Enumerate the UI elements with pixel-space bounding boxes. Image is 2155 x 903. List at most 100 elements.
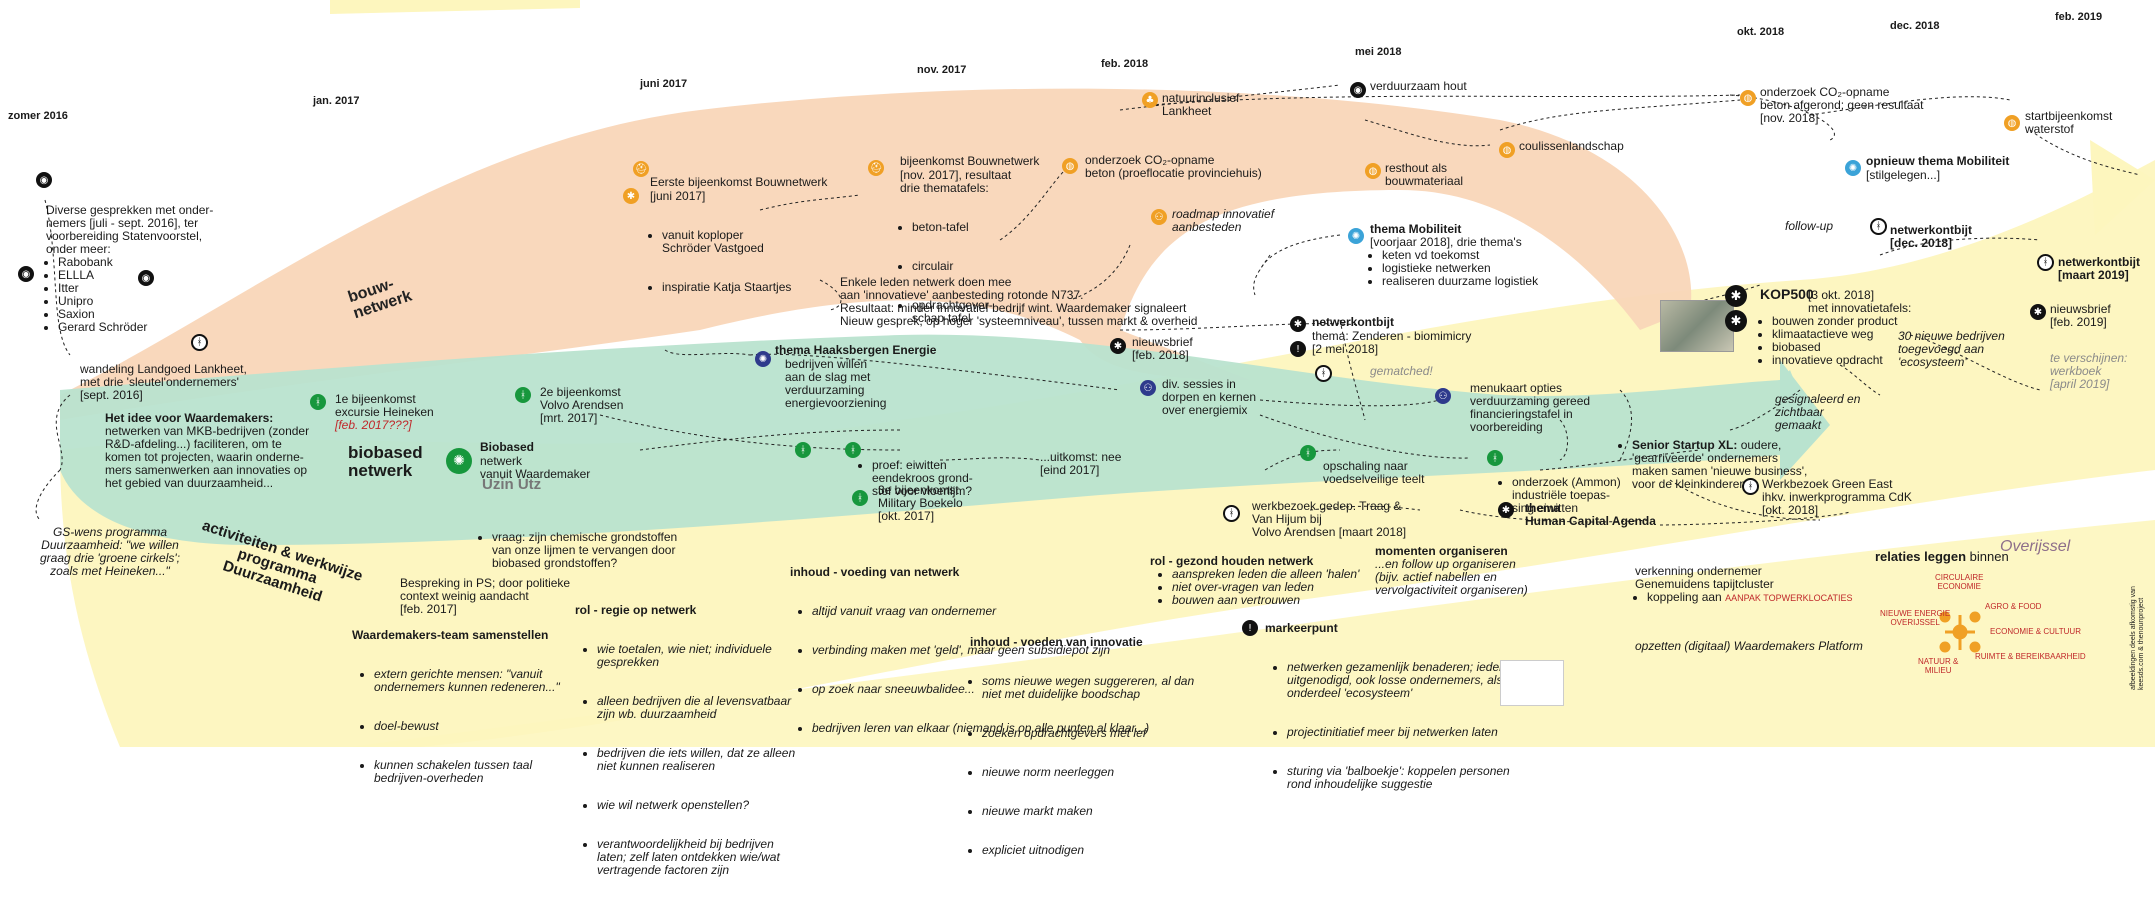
- act-team-title: Waardemakers-team samenstellen: [352, 628, 549, 642]
- walking-icon: ᚼ: [1870, 218, 1887, 235]
- list-item: proef: eiwitten eendekroos grond- stof v…: [872, 459, 973, 498]
- bouw-waterstof: startbijeenkomst waterstof: [2025, 109, 2113, 136]
- bouw-b1-list: vanuit koploper Schröder Vastgoed inspir…: [650, 203, 791, 320]
- list-item: Unipro: [58, 295, 147, 308]
- bouw-b1: Eerste bijeenkomst Bouwnetwerk: [650, 175, 828, 189]
- date-label: juni 2017: [640, 78, 688, 90]
- act-gezond-title: rol - gezond houden netwerk: [1150, 554, 1314, 568]
- list-item: realiseren duurzame logistiek: [1382, 275, 1538, 288]
- act-innovatie-title: inhoud - voeden van innovatie: [970, 635, 1143, 649]
- bio-heineken: 1e bijeenkomst excursie Heineken: [335, 392, 434, 419]
- list-item: aanspreken leden die alleen 'halen': [1172, 568, 1359, 581]
- list-item: Senior Startup XL: oudere, 'gearriveerde…: [1632, 439, 1807, 491]
- haaksbergen-title: thema Haaksbergen Energie: [775, 343, 937, 357]
- act-regie-title: rol - regie op netwerk: [575, 603, 697, 617]
- list-item: biobased: [1772, 341, 1897, 354]
- bio-uitkomst: ...uitkomst: nee [eind 2017]: [1040, 450, 1122, 477]
- bio-greeneast: Werkbezoek Green East ihkv. inwerkprogra…: [1762, 477, 1912, 517]
- alert-icon: !: [1290, 341, 1306, 357]
- cluster-label: AGRO & FOOD: [1985, 602, 2042, 611]
- list-item: bedrijven die iets willen, dat ze alleen…: [597, 747, 795, 773]
- diagram-canvas: zomer 2016 jan. 2017 juni 2017 nov. 2017…: [0, 0, 2155, 747]
- ontbijt-mrt: netwerkontbijt [maart 2019]: [2058, 255, 2141, 282]
- list-item: bouwen zonder product: [1772, 315, 1897, 328]
- people-icon: ✱: [1498, 502, 1514, 518]
- overijssel-logo: Overijssel: [2000, 538, 2071, 555]
- list-item: vanuit koploper Schröder Vastgoed: [662, 229, 791, 255]
- list-item: opdrachtgever- schap-tafel: [912, 299, 993, 325]
- bouw-hout: verduurzaam hout: [1370, 79, 1467, 93]
- nieuwe-bedrijven: 30 nieuwe bedrijven toegevoegd aan 'ecos…: [1898, 329, 2005, 369]
- bouw-b2-list: beton-tafel circulair opdrachtgever- sch…: [900, 195, 993, 351]
- bouw-n737: Enkele leden netwerk doen mee aan 'innov…: [840, 275, 1198, 328]
- walking-icon: ᚼ: [795, 442, 811, 458]
- act-momenten-title: momenten organiseren: [1375, 544, 1508, 558]
- date-label: feb. 2018: [1101, 58, 1149, 70]
- sprout-icon: ᚼ: [1300, 445, 1316, 461]
- bouw-b1-date: [juni 2017]: [650, 189, 706, 203]
- list-item: wie wil netwerk openstellen?: [597, 799, 795, 812]
- idee-text: netwerken van MKB-bedrijven (zonder R&D-…: [105, 424, 310, 490]
- walking-icon: ᚼ: [2037, 254, 2054, 271]
- chat-icon: ◉: [18, 266, 34, 282]
- act-markeer-title: markeerpunt: [1265, 621, 1338, 635]
- act-momenten-text: ...en follow up organiseren (bijv. actie…: [1375, 557, 1528, 597]
- start-bedrijven-list: Rabobank ELLLA Itter Unipro Saxion Gerar…: [46, 256, 147, 334]
- uzin-logo: Uzin Utz: [482, 476, 542, 493]
- act-voeding-list: altijd vanuit vraag van ondernemer verbi…: [800, 579, 1149, 761]
- act-verkenning: verkenning ondernemer Genemuidens tapijt…: [1635, 564, 1774, 591]
- session-icon: ⚇: [1140, 380, 1156, 396]
- band-title-biobased: biobased netwerk: [348, 443, 423, 480]
- hydrogen-icon: ◍: [2004, 115, 2020, 131]
- bio-hca: thema Human Capital Agenda: [1525, 501, 1656, 528]
- list-item: circulair: [912, 260, 993, 273]
- walking-icon: ᚼ: [1742, 478, 1759, 495]
- list-item: Rabobank: [58, 256, 147, 269]
- act-team-list: extern gerichte mensen: "vanuit ondernem…: [362, 642, 560, 811]
- network-icon: ✱: [1725, 285, 1747, 307]
- list-item: innovatieve opdracht: [1772, 354, 1897, 367]
- timeline-bands: [35, 0, 2155, 747]
- newsletter-icon: ✱: [1110, 338, 1126, 354]
- helmet-icon: ⛑: [633, 161, 649, 177]
- nieuwsbrief-1: nieuwsbrief [feb. 2018]: [1132, 335, 1193, 362]
- mobility-icon: ✺: [1845, 160, 1861, 176]
- ontbijt-mei-text: thema: Zenderen - biomimicry [2 mei 2018…: [1312, 329, 1472, 356]
- bouw-natuur: natuurinclusief Lankheet: [1162, 91, 1240, 118]
- landscape-icon: ◍: [1499, 142, 1515, 158]
- chat-icon: ◉: [138, 270, 154, 286]
- ontbijt-dec: netwerkontbijt [dec. 2018]: [1890, 223, 1973, 250]
- menukaart: menukaart opties verduurzaming gereed fi…: [1470, 381, 1591, 434]
- mobiliteit-text: [voorjaar 2018], drie thema's: [1370, 235, 1522, 249]
- walking-icon: ᚼ: [1223, 505, 1240, 522]
- act-voeding-title: inhoud - voeding van netwerk: [790, 565, 960, 579]
- bio-text: netwerk vanuit Waardemaker: [480, 454, 591, 481]
- list-item: wie toetalen, wie niet; individuele gesp…: [597, 643, 795, 669]
- gs-wens: GS-wens programma Duurzaamheid: "we will…: [40, 525, 180, 578]
- resthout-icon: ◍: [1365, 163, 1381, 179]
- bouw-b2-title: bijeenkomst Bouwnetwerk: [900, 154, 1040, 168]
- yellow-arrow-head: [2090, 140, 2155, 235]
- start-wandeling: wandeling Landgoed Lankheet, met drie 's…: [80, 362, 247, 402]
- list-item: ELLLA: [58, 269, 147, 282]
- list-item: netwerken gezamenlijk benaderen; iederee…: [1287, 661, 1523, 700]
- kop500-title: KOP500: [1760, 286, 1814, 302]
- bouw-resthout: resthout als bouwmateriaal: [1385, 161, 1464, 188]
- list-item: sturing via 'balboekje': koppelen person…: [1287, 765, 1523, 791]
- mobiliteit2-title: opnieuw thema Mobiliteit: [1866, 154, 2010, 168]
- list-item: zoeken opdrachtgevers met lef: [982, 727, 1194, 740]
- bio-vraag-list: vraag: zijn chemische grondstoffen van o…: [480, 505, 677, 596]
- bouw-b2-text: [nov. 2017], resultaat drie thematafels:: [900, 168, 1012, 195]
- top-yellow-note: [330, 0, 580, 14]
- wood-icon: ◉: [1350, 82, 1366, 98]
- gesignaleerd: gesignaleerd en zichtbaar gemaakt: [1775, 392, 1861, 432]
- act-bespreking: Bespreking in PS; door politieke context…: [400, 576, 571, 616]
- act-platform: opzetten (digitaal) Waardemakers Platfor…: [1635, 639, 1863, 653]
- finance-icon: ⚇: [1435, 388, 1451, 404]
- bio-proef-list: proef: eiwitten eendekroos grond- stof v…: [860, 433, 973, 524]
- list-item: op zoek naar sneeuwbalidee...: [812, 683, 1149, 696]
- date-label: zomer 2016: [8, 110, 68, 122]
- helmet-icon: ⛑: [868, 160, 884, 176]
- start-gesprekken: Diverse gesprekken met onder- nemers [ju…: [46, 203, 214, 256]
- act-markeer-list: netwerken gezamenlijk benaderen; iederee…: [1275, 635, 1523, 817]
